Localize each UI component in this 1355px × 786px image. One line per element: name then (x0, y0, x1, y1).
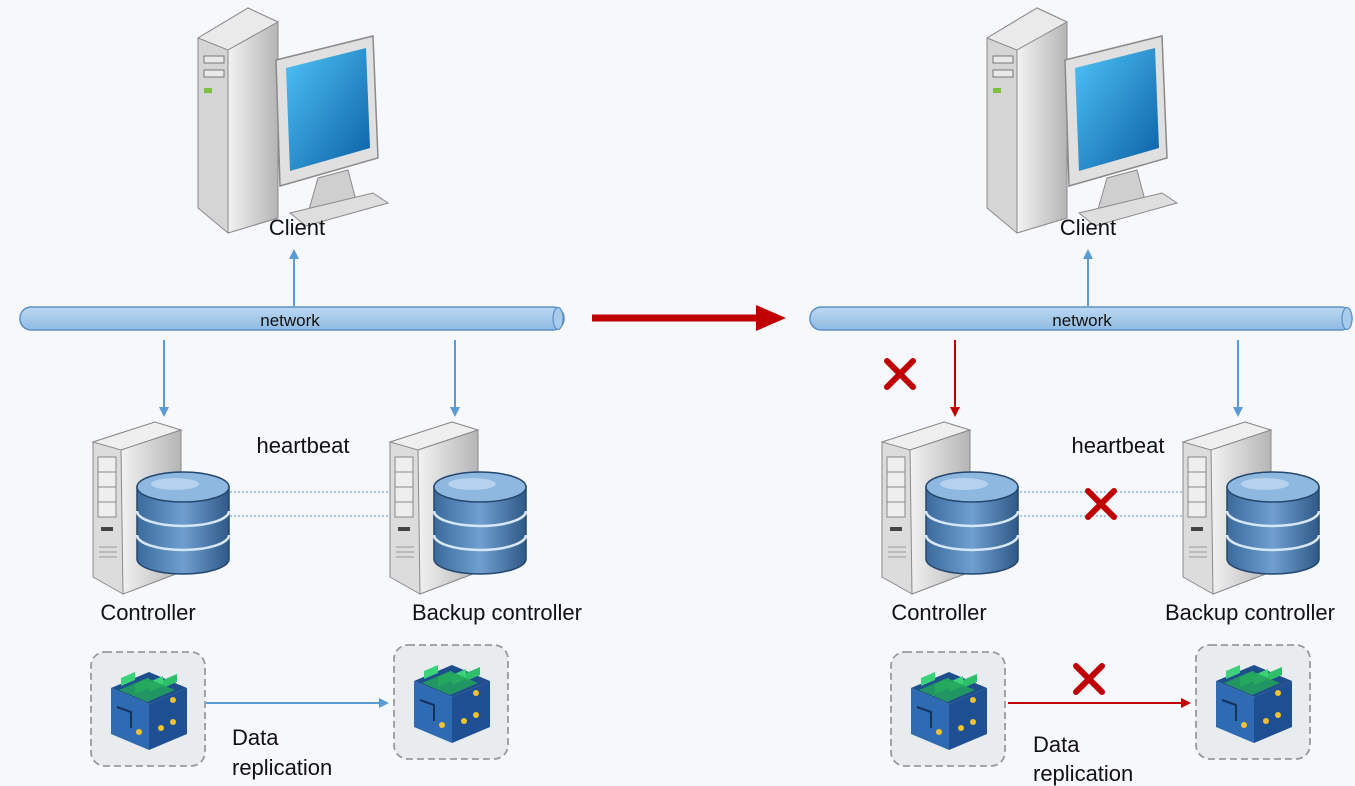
controller-storage-icon-right (890, 651, 1006, 767)
replication-label-line1-right: Data (1033, 732, 1080, 757)
controller-label: Controller (100, 600, 195, 625)
network-bar: network (19, 306, 565, 331)
client-label: Client (269, 215, 325, 240)
heartbeat-failure-x-icon (1088, 491, 1114, 517)
network-failure-x-icon (887, 361, 913, 387)
heartbeat-link (230, 491, 390, 517)
backup-server-icon (388, 420, 528, 596)
controller-label-right: Controller (891, 600, 986, 625)
client-label-right: Client (1060, 215, 1116, 240)
client-computer-icon (197, 7, 389, 234)
heartbeat-label-right: heartbeat (1072, 433, 1165, 458)
backup-server-icon-right (1181, 420, 1321, 596)
replication-label-line2-right: replication (1033, 761, 1133, 786)
backup-controller-label: Backup controller (412, 600, 582, 625)
replication-label-line1: Data (232, 725, 279, 750)
replication-label-line2: replication (232, 755, 332, 780)
right-panel: Client network heartbeat Controller Back… (809, 7, 1353, 786)
controller-storage-icon (90, 651, 206, 767)
controller-server-icon (91, 420, 231, 596)
network-label: network (260, 311, 320, 330)
controller-server-icon-right (880, 420, 1020, 596)
heartbeat-link-right (1020, 491, 1183, 517)
network-bar-right: network (809, 306, 1353, 331)
backup-storage-icon (393, 644, 509, 760)
left-panel: Client network heartbeat Controller Back… (19, 7, 582, 780)
network-label-right: network (1052, 311, 1112, 330)
replication-failure-x-icon (1076, 666, 1102, 692)
transition-arrow (592, 305, 786, 331)
backup-storage-icon-right (1195, 644, 1311, 760)
backup-controller-label-right: Backup controller (1165, 600, 1335, 625)
client-computer-icon-right (986, 7, 1178, 234)
heartbeat-label: heartbeat (257, 433, 350, 458)
